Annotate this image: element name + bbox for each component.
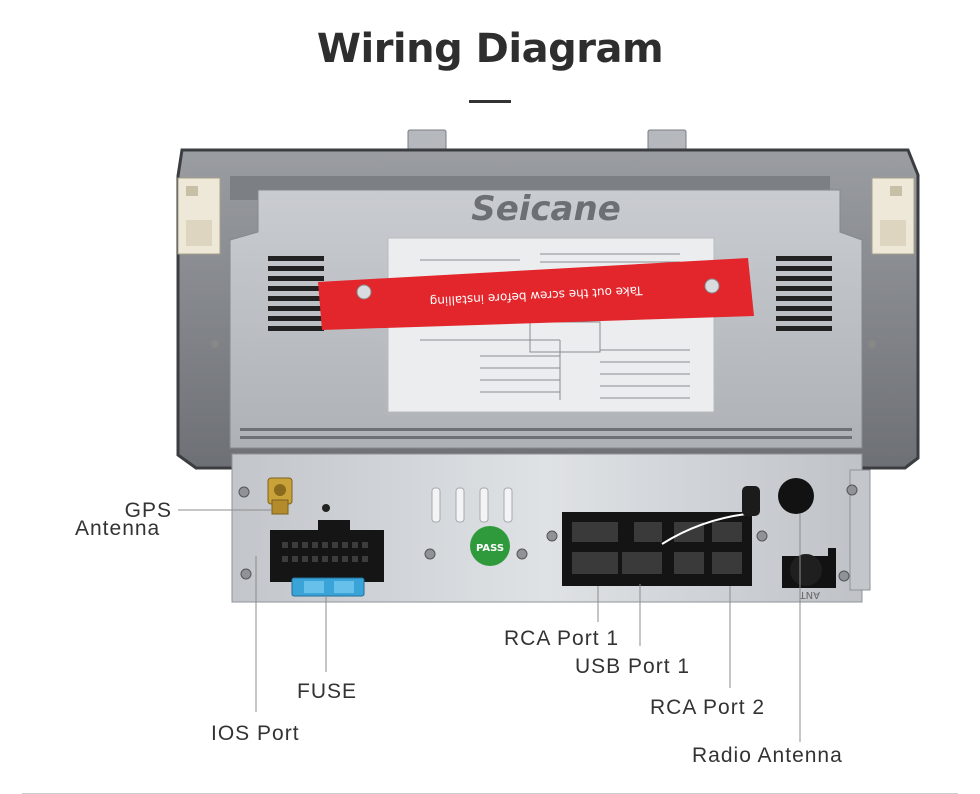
label-radio-antenna: Radio Antenna [692, 744, 843, 767]
gps-antenna-connector [267, 477, 293, 515]
vent-left [268, 256, 324, 331]
fuse [291, 577, 365, 597]
radio-antenna-socket [778, 478, 836, 588]
label-gps: GPS [124, 499, 172, 522]
svg-text:PASS: PASS [476, 543, 504, 554]
rca-usb-connector-block [562, 512, 752, 586]
title-underline [469, 100, 511, 103]
panel-hole [322, 504, 330, 512]
mount-bracket-left [177, 177, 221, 255]
label-ios-port: IOS Port [211, 722, 300, 745]
label-rca-port-1: RCA Port 1 [504, 627, 620, 650]
label-antenna: Antenna [75, 517, 161, 540]
warning-sticker: Take out the screw before installing [318, 258, 754, 330]
ios-port-connector [270, 520, 384, 582]
label-fuse: FUSE [297, 680, 358, 703]
vent-right [776, 256, 832, 331]
gps-cable-stub [742, 486, 760, 516]
pass-badge: PASS [470, 526, 510, 566]
label-rca-port-2: RCA Port 2 [650, 696, 766, 719]
mount-bracket-right [871, 177, 915, 255]
ant-marking: ANT [799, 589, 820, 600]
perforation-row [240, 428, 852, 439]
label-usb-port-1: USB Port 1 [575, 655, 691, 678]
brand-logo: Seicane [471, 189, 621, 229]
leader-lines [178, 509, 801, 742]
page-title: Wiring Diagram [316, 26, 664, 72]
